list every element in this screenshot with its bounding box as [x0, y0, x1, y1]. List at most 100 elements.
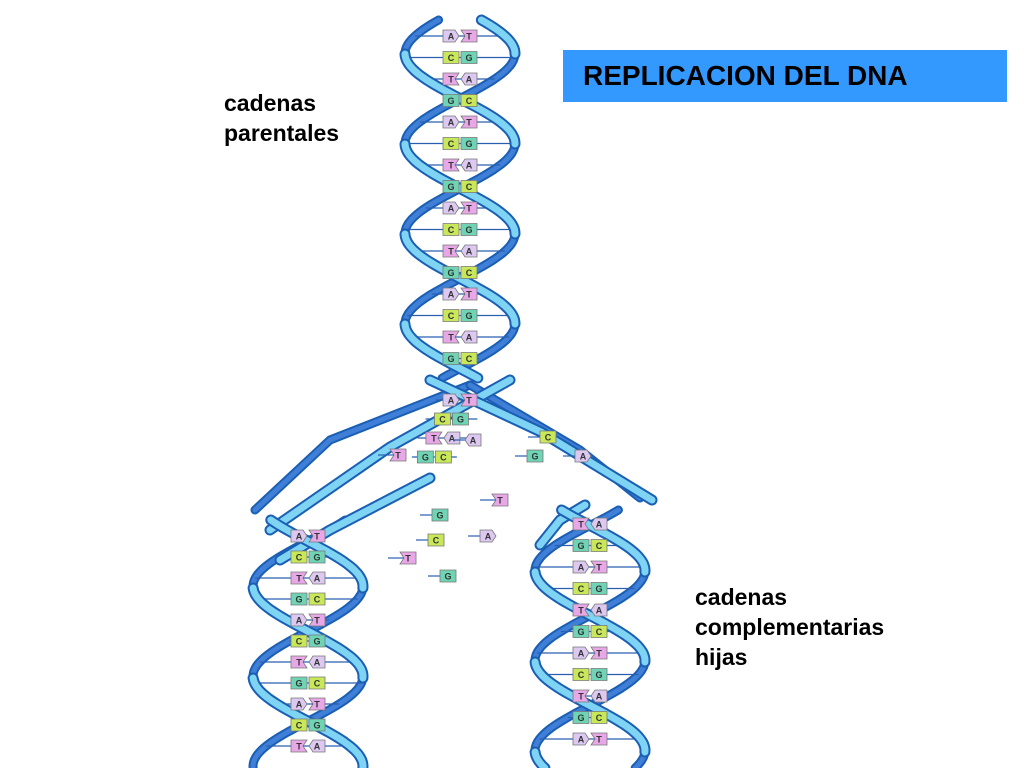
svg-text:C: C: [545, 433, 552, 443]
svg-text:A: A: [449, 434, 456, 444]
svg-text:A: A: [296, 532, 303, 542]
svg-text:G: G: [595, 670, 602, 680]
svg-text:A: A: [578, 563, 585, 573]
slide-title: REPLICACION DEL DNA: [563, 50, 1007, 102]
svg-text:T: T: [466, 204, 472, 214]
nucleotide-t: T: [460, 393, 478, 407]
svg-text:A: A: [466, 333, 473, 343]
nucleotide-t: T: [425, 431, 443, 445]
label-daughter-line: hijas: [695, 644, 748, 670]
nucleotide-g: G: [442, 352, 460, 365]
svg-text:G: G: [295, 679, 302, 689]
svg-text:C: C: [448, 139, 455, 149]
nucleotide-t: T: [290, 739, 308, 753]
nucleotide-c: C: [572, 582, 590, 595]
svg-text:C: C: [466, 354, 473, 364]
svg-text:C: C: [296, 721, 303, 731]
svg-text:C: C: [466, 182, 473, 192]
nucleotide-a: A: [442, 393, 460, 407]
nucleotide-a: A: [479, 529, 497, 543]
svg-text:G: G: [595, 584, 602, 594]
parental-helix-strand-2: [401, 230, 519, 328]
svg-text:G: G: [447, 268, 454, 278]
svg-text:C: C: [578, 584, 585, 594]
svg-text:G: G: [313, 553, 320, 563]
svg-text:A: A: [466, 247, 473, 257]
nucleotide-t: T: [460, 29, 478, 43]
svg-text:G: G: [447, 182, 454, 192]
nucleotide-c: C: [460, 180, 478, 193]
nucleotide-a: A: [590, 603, 608, 617]
svg-text:G: G: [465, 139, 472, 149]
svg-text:C: C: [448, 53, 455, 63]
svg-text:T: T: [466, 396, 472, 406]
svg-text:A: A: [448, 32, 455, 42]
svg-text:T: T: [448, 161, 454, 171]
svg-text:T: T: [296, 574, 302, 584]
right-daughter-helix-strand-2: [531, 658, 649, 756]
nucleotide-t: T: [442, 330, 460, 344]
nucleotide-g: G: [442, 94, 460, 107]
nucleotide-g: G: [590, 582, 608, 595]
nucleotide-g: G: [290, 676, 308, 690]
nucleotide-g: G: [526, 449, 544, 463]
svg-text:A: A: [448, 396, 455, 406]
svg-text:A: A: [314, 574, 321, 584]
nucleotide-c: C: [442, 309, 460, 322]
svg-text:C: C: [466, 96, 473, 106]
svg-text:G: G: [422, 453, 429, 463]
svg-text:T: T: [578, 520, 584, 530]
label-parental-line: cadenas: [224, 90, 317, 116]
svg-text:G: G: [295, 595, 302, 605]
svg-text:G: G: [531, 452, 538, 462]
label-daughter-strands: cadenas complementarias hijas: [695, 582, 884, 672]
nucleotide-a: A: [572, 560, 590, 574]
nucleotide-t: T: [572, 689, 590, 703]
nucleotide-a: A: [464, 433, 482, 447]
nucleotide-a: A: [290, 697, 308, 711]
svg-text:C: C: [466, 268, 473, 278]
nucleotide-a: A: [442, 287, 460, 301]
nucleotide-g: G: [572, 539, 590, 552]
svg-text:C: C: [448, 311, 455, 321]
left-daughter-helix-strand-2: [249, 674, 367, 768]
svg-text:T: T: [314, 700, 320, 710]
svg-text:C: C: [439, 415, 446, 425]
svg-text:G: G: [457, 415, 464, 425]
nucleotide-c: C: [308, 592, 326, 606]
nucleotide-a: A: [460, 158, 478, 172]
nucleotide-a: A: [590, 517, 608, 531]
nucleotide-t: T: [491, 493, 509, 507]
nucleotide-t: T: [590, 646, 608, 660]
left-daughter-helix-strand-1: [249, 584, 367, 682]
nucleotide-t: T: [442, 244, 460, 258]
svg-text:G: G: [577, 627, 584, 637]
right-daughter-helix-strand-1: [531, 748, 549, 768]
nucleotide-t: T: [460, 287, 478, 301]
nucleotide-g: G: [442, 266, 460, 279]
nucleotide-t: T: [290, 571, 308, 585]
nucleotide-a: A: [574, 449, 592, 463]
right-daughter-helix-strand-1: [531, 568, 649, 666]
svg-text:T: T: [448, 247, 454, 257]
nucleotide-g: G: [460, 223, 478, 236]
nucleotide-t: T: [442, 158, 460, 172]
label-daughter-line: complementarias: [695, 614, 885, 640]
